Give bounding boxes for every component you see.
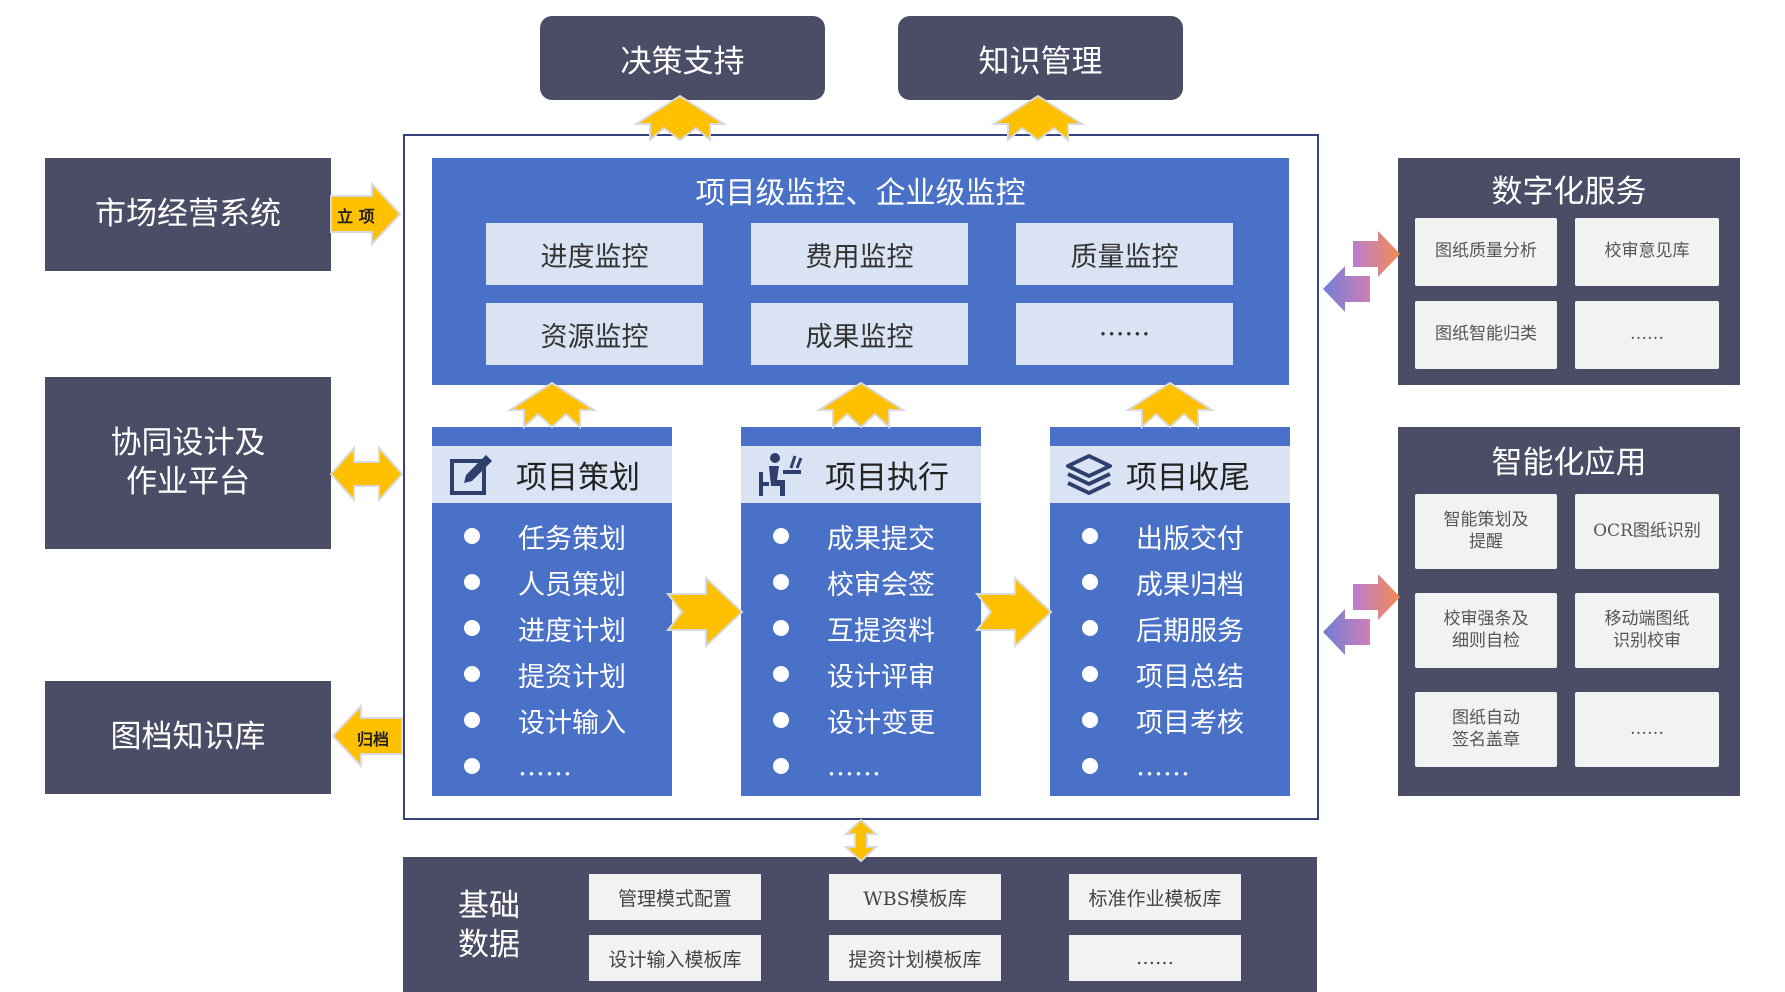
market-system-label: 市场经营系统: [95, 196, 281, 233]
cost-monitor-item: 费用监控: [751, 223, 968, 285]
quality-monitor-item: 质量监控: [1016, 223, 1233, 285]
list-item: 设计变更: [741, 697, 981, 743]
more-monitor-item: ······: [1016, 303, 1233, 365]
project-closing-title: 项目收尾: [1126, 460, 1250, 496]
foundation-card: 管理模式配置: [589, 874, 761, 920]
list-item: 后期服务: [1050, 605, 1290, 651]
list-item: 任务策划: [432, 513, 672, 559]
list-item: ……: [741, 743, 981, 789]
right-arrow-col2-col3: [974, 575, 1053, 649]
foundation-card: WBS模板库: [829, 874, 1001, 920]
foundation-title: 基础 数据: [458, 887, 520, 965]
app-card: 图纸自动 签名盖章: [1415, 692, 1557, 767]
exchange-arrow-digital-left: [1323, 266, 1370, 312]
up-arrow-col1: [506, 381, 598, 430]
archive-knowledge-label: 图档知识库: [110, 719, 266, 756]
list-item: ……: [1050, 743, 1290, 789]
service-card: 图纸智能归类: [1415, 301, 1557, 369]
list-item: 人员策划: [432, 559, 672, 605]
monitoring-title: 项目级监控、企业级监控: [695, 176, 1026, 211]
project-closing-list: 出版交付 成果归档 后期服务 项目总结 项目考核 ……: [1050, 513, 1290, 789]
list-item: 互提资料: [741, 605, 981, 651]
foundation-title-line2: 数据: [458, 926, 520, 963]
up-arrow-decision: [632, 94, 728, 143]
up-arrow-knowledge: [990, 94, 1086, 143]
archive-knowledge-box: 图档知识库: [45, 681, 331, 794]
exchange-arrow-smart-right: [1353, 574, 1400, 620]
app-card: OCR图纸识别: [1575, 494, 1719, 569]
project-planning-column: 项目策划 任务策划 人员策划 进度计划 提资计划 设计输入 ……: [432, 427, 672, 796]
list-item: 校审会签: [741, 559, 981, 605]
result-monitor-item: 成果监控: [751, 303, 968, 365]
service-card: 图纸质量分析: [1415, 218, 1557, 286]
right-arrow-lixiang: [330, 181, 402, 247]
decision-support-label: 决策支持: [620, 43, 745, 80]
market-system-box: 市场经营系统: [45, 158, 331, 271]
app-card: 移动端图纸 识别校审: [1575, 593, 1719, 668]
edit-icon: [450, 454, 492, 495]
list-item: 设计输入: [432, 697, 672, 743]
foundation-card: 设计输入模板库: [589, 935, 761, 981]
layers-icon: [1066, 453, 1112, 495]
left-arrow-guidang: [331, 703, 403, 769]
lixiang-arrow-label: 立 项: [337, 207, 375, 226]
project-execution-list: 成果提交 校审会签 互提资料 设计评审 设计变更 ……: [741, 513, 981, 789]
digital-service-title: 数字化服务: [1491, 174, 1647, 210]
person-desk-icon: [759, 452, 803, 496]
foundation-card: 提资计划模板库: [829, 935, 1001, 981]
list-item: 项目总结: [1050, 651, 1290, 697]
list-item: 设计评审: [741, 651, 981, 697]
up-arrow-col2: [815, 381, 907, 430]
project-execution-column: 项目执行 成果提交 校审会签 互提资料 设计评审 设计变更 ……: [741, 427, 981, 796]
list-item: 出版交付: [1050, 513, 1290, 559]
foundation-title-line1: 基础: [458, 888, 520, 924]
up-arrow-col3: [1124, 381, 1216, 430]
foundation-card: 标准作业模板库: [1069, 874, 1241, 920]
double-arrow-collab: [329, 445, 404, 503]
guidang-arrow-label: 归档: [357, 730, 390, 749]
foundation-card: ……: [1069, 935, 1241, 981]
vertical-double-arrow: [843, 818, 879, 863]
smart-app-title: 智能化应用: [1491, 445, 1647, 481]
right-arrow-col1-col2: [665, 575, 744, 649]
list-item: ……: [432, 743, 672, 789]
knowledge-management-label: 知识管理: [978, 43, 1103, 80]
app-card: 智能策划及 提醒: [1415, 494, 1557, 569]
project-closing-column: 项目收尾 出版交付 成果归档 后期服务 项目总结 项目考核 ……: [1050, 427, 1290, 796]
exchange-arrow-digital-right: [1353, 231, 1400, 277]
project-execution-header: 项目执行: [741, 446, 981, 503]
app-card: 校审强条及 细则自检: [1415, 593, 1557, 668]
resource-monitor-item: 资源监控: [486, 303, 703, 365]
list-item: 成果提交: [741, 513, 981, 559]
project-planning-list: 任务策划 人员策划 进度计划 提资计划 设计输入 ……: [432, 513, 672, 789]
collab-platform-label-line1: 协同设计及: [110, 425, 266, 462]
project-planning-title: 项目策划: [516, 460, 640, 496]
progress-monitor-item: 进度监控: [486, 223, 703, 285]
knowledge-management-box: 知识管理: [898, 16, 1183, 100]
project-execution-title: 项目执行: [825, 460, 949, 496]
list-item: 进度计划: [432, 605, 672, 651]
project-planning-header: 项目策划: [432, 446, 672, 503]
list-item: 提资计划: [432, 651, 672, 697]
list-item: 成果归档: [1050, 559, 1290, 605]
decision-support-box: 决策支持: [540, 16, 825, 100]
list-item: 项目考核: [1050, 697, 1290, 743]
service-card: ……: [1575, 301, 1719, 369]
service-card: 校审意见库: [1575, 218, 1719, 286]
collab-platform-box: 协同设计及 作业平台: [45, 377, 331, 549]
exchange-arrow-smart-left: [1323, 609, 1370, 655]
app-card: ……: [1575, 692, 1719, 767]
collab-platform-label-line2: 作业平台: [126, 464, 250, 500]
project-closing-header: 项目收尾: [1050, 446, 1290, 503]
